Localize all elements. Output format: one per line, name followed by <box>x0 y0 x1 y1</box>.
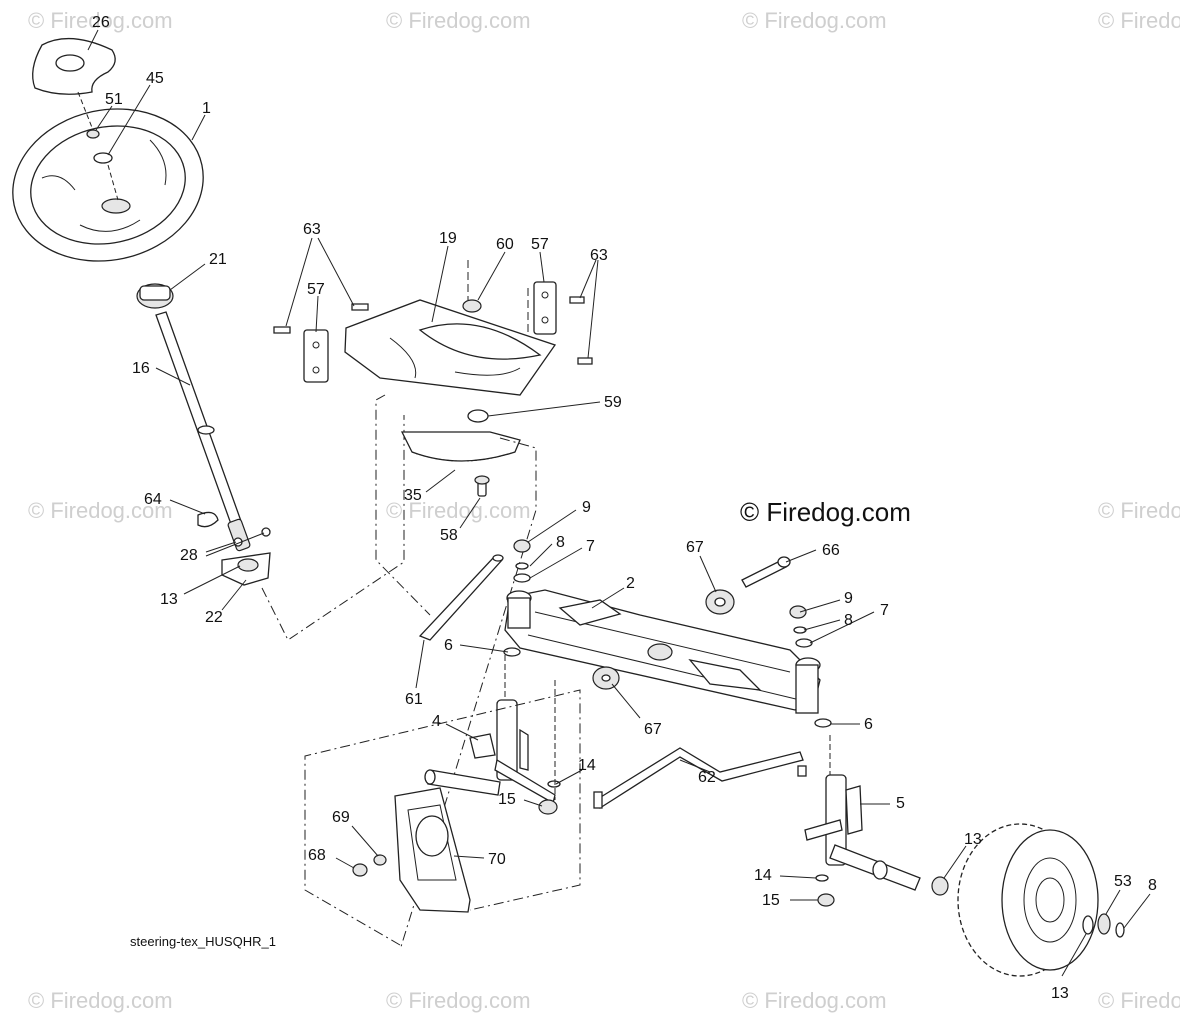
callout-35: 35 <box>404 487 422 504</box>
watermark: © Firedog.com <box>28 8 173 33</box>
watermark: © Firedog.com <box>1098 8 1180 33</box>
steering-column-drawing <box>136 283 405 641</box>
callout-9: 9 <box>582 499 591 516</box>
pivot-bar-drawing <box>418 554 504 641</box>
brand-mark: © Firedog.com <box>740 497 911 527</box>
front-wheel-drawing <box>957 823 1125 977</box>
watermark: © Firedog.com <box>28 988 173 1013</box>
watermark: © Firedog.com <box>1098 988 1180 1013</box>
callout-21: 21 <box>209 251 227 268</box>
callout-61: 61 <box>405 691 423 708</box>
callout-26: 26 <box>92 14 110 31</box>
watermark: © Firedog.com <box>742 988 887 1013</box>
callout-57: 57 <box>307 281 325 298</box>
watermark: © Firedog.com <box>28 498 173 523</box>
callout-15: 15 <box>762 892 780 909</box>
callout-28: 28 <box>180 547 198 564</box>
callout-16: 16 <box>132 360 150 377</box>
callout-67: 67 <box>644 721 662 738</box>
callout-63: 63 <box>590 247 608 264</box>
steering-wheel-drawing <box>12 91 204 262</box>
callout-1: 1 <box>202 100 211 117</box>
callout-7: 7 <box>586 538 595 555</box>
watermark: © Firedog.com <box>386 8 531 33</box>
callout-19: 19 <box>439 230 457 247</box>
callout-62: 62 <box>698 769 716 786</box>
guard-plate-drawing <box>304 689 581 946</box>
callout-69: 69 <box>332 809 350 826</box>
sector-gear-drawing <box>399 409 537 951</box>
callout-45: 45 <box>146 70 164 87</box>
callout-8: 8 <box>1148 877 1157 894</box>
callout-59: 59 <box>604 394 622 411</box>
callout-8: 8 <box>556 534 565 551</box>
callout-57: 57 <box>531 236 549 253</box>
callout-14: 14 <box>578 757 596 774</box>
callout-5: 5 <box>896 795 905 812</box>
callout-9: 9 <box>844 590 853 607</box>
callout-64: 64 <box>144 491 162 508</box>
watermark: © Firedog.com <box>386 498 531 523</box>
callout-58: 58 <box>440 527 458 544</box>
watermark: © Firedog.com <box>1098 498 1180 523</box>
watermark: © Firedog.com <box>742 8 887 33</box>
leader-lines <box>87 29 1151 977</box>
callout-4: 4 <box>432 713 441 730</box>
callout-22: 22 <box>205 609 223 626</box>
front-axle-drawing <box>503 539 832 728</box>
steering-cap-drawing <box>32 37 116 95</box>
callout-66: 66 <box>822 542 840 559</box>
callout-70: 70 <box>488 851 506 868</box>
steering-bracket-drawing <box>273 260 593 616</box>
callout-8: 8 <box>844 612 853 629</box>
callout-51: 51 <box>105 91 123 108</box>
callout-14: 14 <box>754 867 772 884</box>
left-spindle-drawing <box>424 655 561 815</box>
callout-13: 13 <box>1051 985 1069 1002</box>
right-spindle-drawing <box>804 735 949 907</box>
callout-68: 68 <box>308 847 326 864</box>
watermark: © Firedog.com <box>386 988 531 1013</box>
callout-63: 63 <box>303 221 321 238</box>
callout-60: 60 <box>496 236 514 253</box>
tie-rod-drawing <box>593 747 807 809</box>
watermark-group: © Firedog.com © Firedog.com © Firedog.co… <box>28 8 1180 1013</box>
callout-15: 15 <box>498 791 516 808</box>
callout-labels: 26 51 45 1 21 16 64 28 13 22 63 19 60 57… <box>92 14 1157 1002</box>
callout-6: 6 <box>864 716 873 733</box>
callout-67: 67 <box>686 539 704 556</box>
callout-13: 13 <box>964 831 982 848</box>
diagram-caption: steering-tex_HUSQHR_1 <box>130 934 276 949</box>
callout-53: 53 <box>1114 873 1132 890</box>
callout-7: 7 <box>880 602 889 619</box>
callout-13: 13 <box>160 591 178 608</box>
callout-2: 2 <box>626 575 635 592</box>
callout-6: 6 <box>444 637 453 654</box>
